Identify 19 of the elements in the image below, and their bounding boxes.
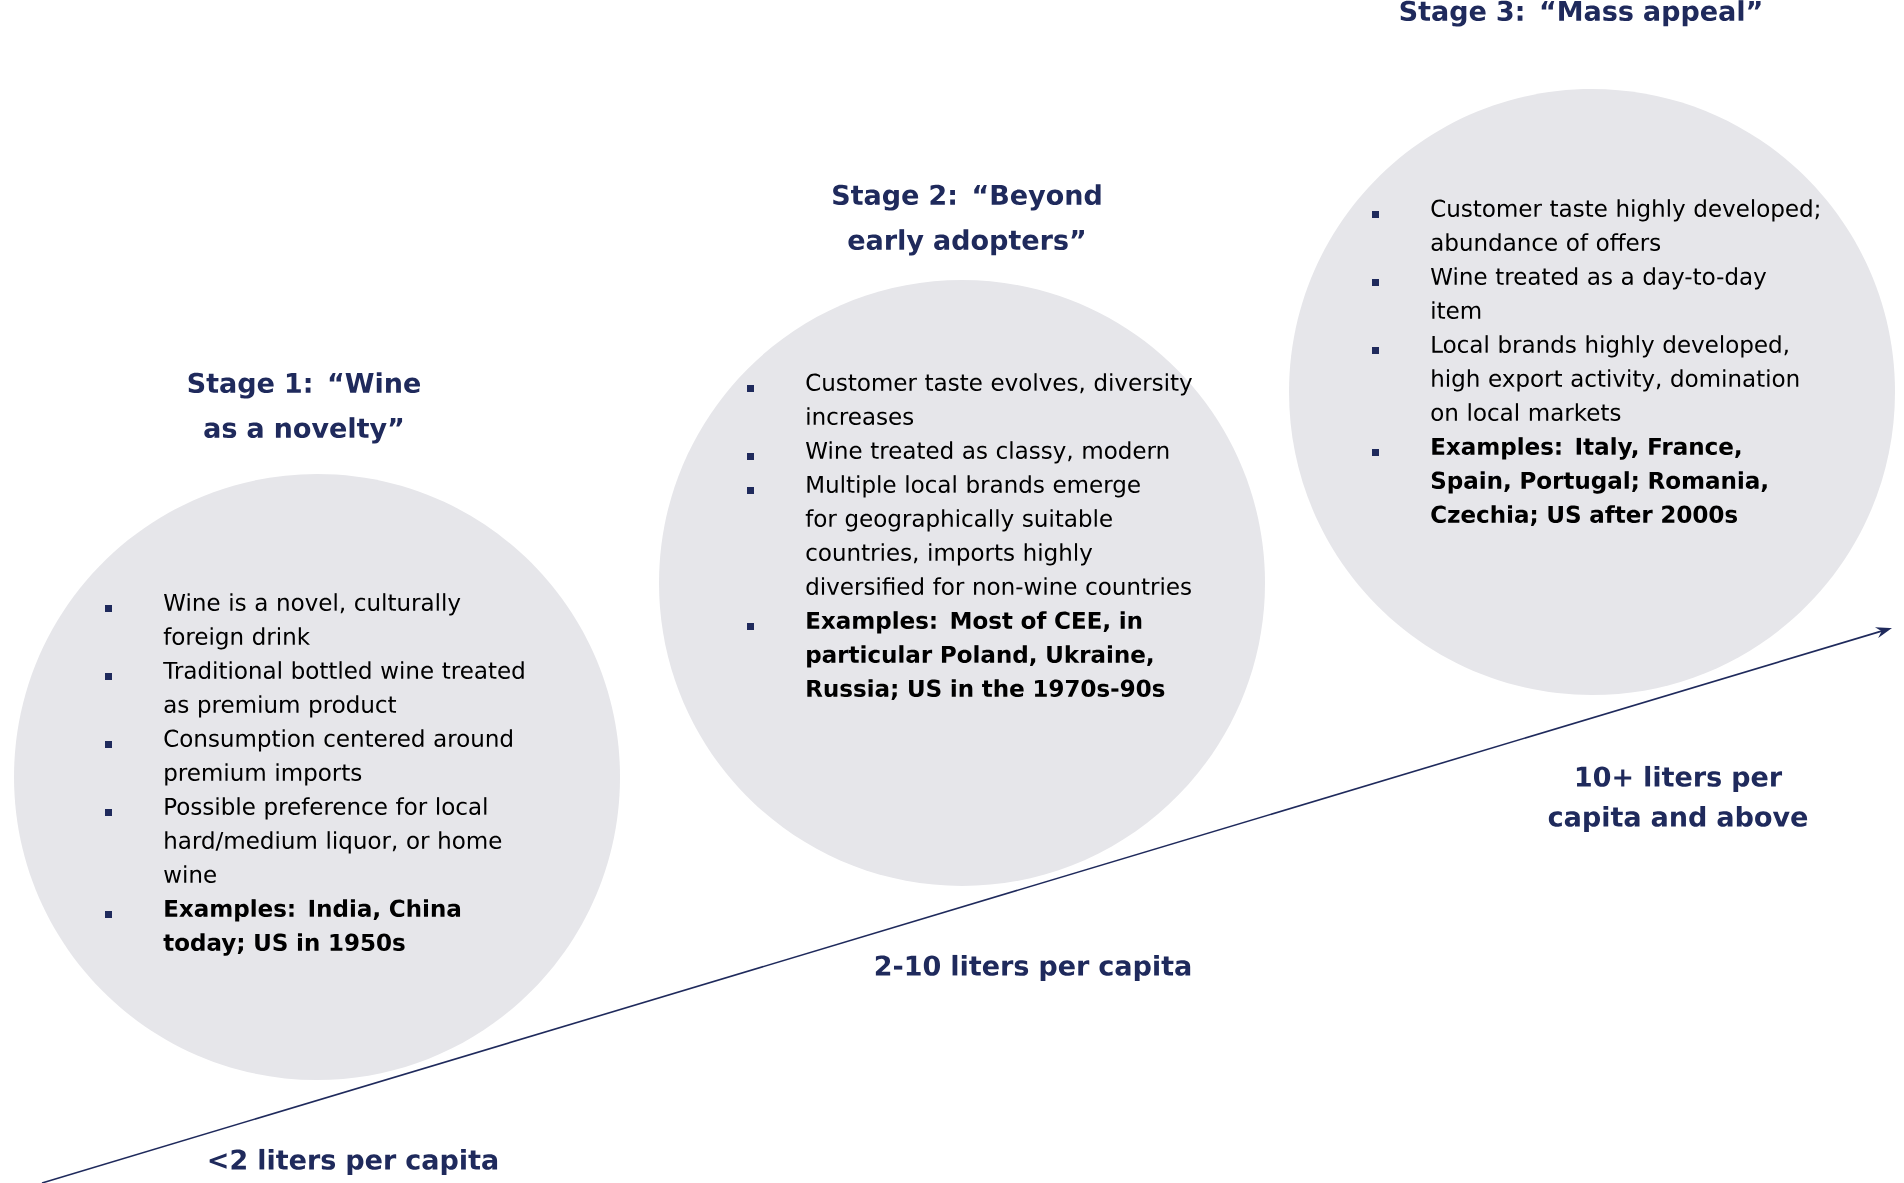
bullet-item: Customer taste evolves, diversity increases xyxy=(747,373,1192,425)
bullet-item: Consumption centered around premium imports xyxy=(105,729,512,786)
bullet-item: Examples: Most of CEE, in particular Poland, Ukraine, Russia; US in the 1970s-90s xyxy=(747,611,1165,700)
scale-label: 2-10 liters per capita xyxy=(875,954,1191,982)
bullet-item: Multiple local brands emerge for geographically suitable countries, imports highly diversified for non-wine countries xyxy=(747,475,1191,595)
bullet-item: Examples: India, China today; US in 1950s xyxy=(105,899,461,956)
stage-heading: Stage 1: “Wine as a novelty” xyxy=(188,372,420,444)
bullet-item: Traditional bottled wine treated as premium product xyxy=(105,661,524,718)
bullet-item: Customer taste highly developed; abundance of offers xyxy=(1372,199,1819,251)
bullet-item: Wine is a novel, culturally foreign drink xyxy=(105,593,461,650)
bullet-item: Wine treated as classy, modern xyxy=(747,441,1169,464)
scale-label: 10+ liters per capita and above xyxy=(1548,765,1808,833)
stage-heading: Stage 3: “Mass appeal” xyxy=(1400,0,1761,27)
bullet-item: Possible preference for local hard/medium liquor, or home wine xyxy=(105,797,502,883)
bullet-item: Examples: Italy, France, Spain, Portugal; Romania, Czechia; US after 2000s xyxy=(1372,437,1767,526)
bullet-item: Wine treated as a day-to-day item xyxy=(1372,267,1767,319)
bullet-item: Local brands highly developed, high export activity, domination on local markets xyxy=(1372,335,1799,421)
stage-heading: Stage 2: “Beyond early adopters” xyxy=(833,184,1101,256)
scale-label: <2 liters per capita xyxy=(209,1148,498,1176)
